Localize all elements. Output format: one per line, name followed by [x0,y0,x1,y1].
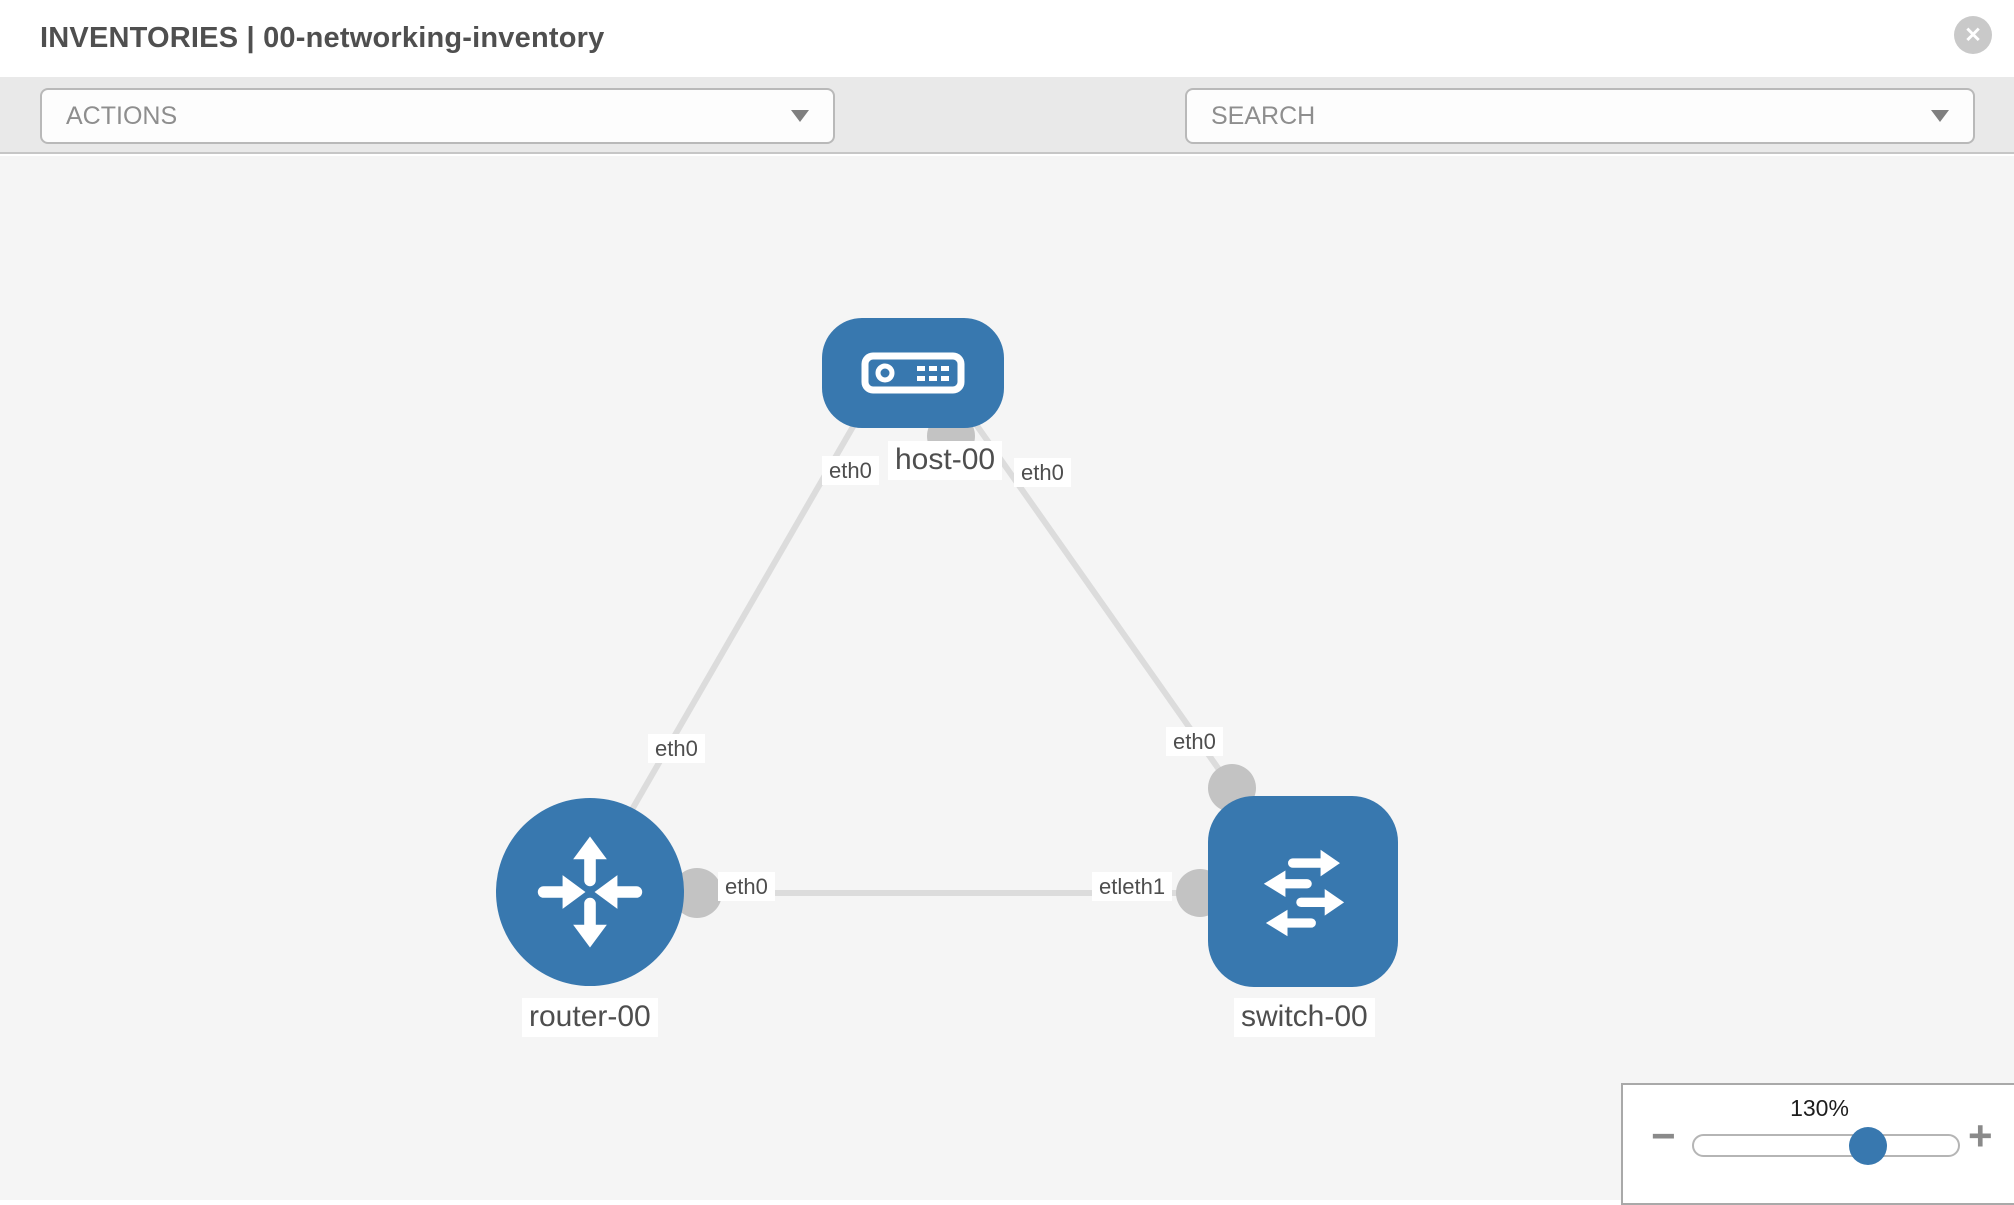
close-icon: ✕ [1964,23,1982,47]
close-button[interactable]: ✕ [1954,16,1992,54]
search-dropdown[interactable]: SEARCH [1185,88,1975,144]
chevron-down-icon [1931,110,1949,122]
interface-label: eth0 [718,872,775,902]
switch-icon [1263,849,1345,936]
search-dropdown-label: SEARCH [1211,101,1316,130]
actions-dropdown[interactable]: ACTIONS [40,88,835,144]
zoom-slider-track[interactable] [1692,1127,1960,1165]
interface-connector [672,868,722,918]
header: INVENTORIES | 00-networking-inventory ✕ [0,0,2014,77]
zoom-in-button[interactable]: + [1968,1112,1993,1159]
node-label-host: host-00 [888,441,1003,480]
interface-label: eth0 [1166,727,1223,757]
interface-label: eth0 [1014,458,1071,488]
zoom-panel: 130% − + [1621,1083,2014,1205]
interface-label: eth0 [648,734,705,764]
node-switch-00[interactable] [1208,796,1398,987]
toolbar: ACTIONS SEARCH [0,77,2014,211]
interface-label: etleth1 [1092,872,1173,902]
topology-links-layer [627,412,1256,918]
host-icon [861,352,965,394]
interface-label: eth0 [822,456,879,486]
page-title: INVENTORIES | 00-networking-inventory [40,22,605,54]
node-label-router: router-00 [522,998,658,1037]
zoom-level: 130% [1790,1095,1849,1121]
node-router-00[interactable] [496,798,684,986]
node-host-00[interactable] [822,318,1004,428]
router-icon [537,836,643,948]
zoom-slider-handle[interactable] [1849,1127,1887,1165]
chevron-down-icon [791,110,809,122]
node-label-switch: switch-00 [1234,998,1375,1037]
topology-canvas[interactable]: host-00 router-00 switch-00 eth0 eth0 et… [0,156,2014,1200]
actions-dropdown-label: ACTIONS [66,101,178,130]
zoom-out-button[interactable]: − [1651,1112,1676,1159]
